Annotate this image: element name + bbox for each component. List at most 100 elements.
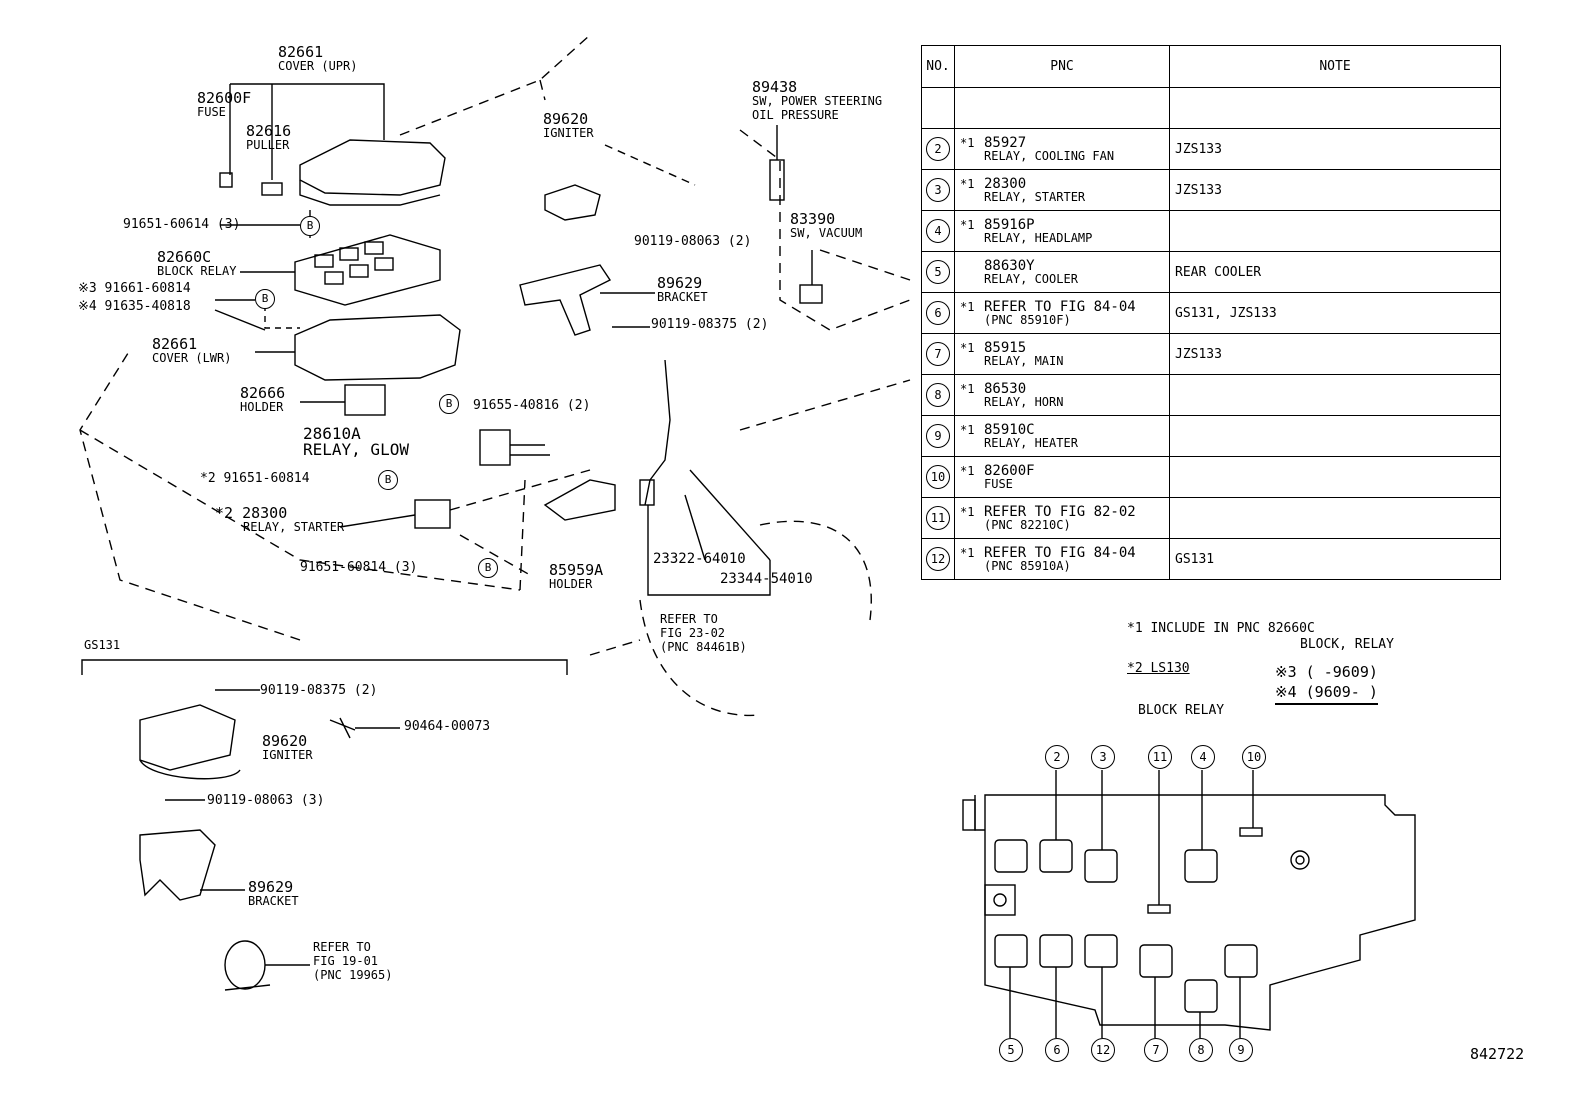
row-no: 8 <box>921 374 955 416</box>
row-number-circle: 10 <box>926 465 950 489</box>
row-number-circle: 9 <box>926 424 950 448</box>
row-prefix: *1 <box>960 545 975 560</box>
header-pnc: PNC <box>954 45 1170 88</box>
row-number-circle: 5 <box>926 260 950 284</box>
note-1: *1 INCLUDE IN PNC 82660C <box>1127 621 1315 636</box>
row-number-circle: 4 <box>926 219 950 243</box>
ref-mark-b: B <box>478 558 498 578</box>
row-note: GS131 <box>1169 538 1501 580</box>
row-pnc-line: *1 REFER TO FIG 84-04 <box>960 546 1164 560</box>
row-pnc-line: *1 85916P <box>960 218 1164 232</box>
row-no: 2 <box>921 128 955 170</box>
row-pnc-line: *1 REFER TO FIG 82-02 <box>960 505 1164 519</box>
row-pnc-value: REFER TO FIG 84-04 <box>984 298 1136 315</box>
row-pnc-value: 85916P <box>984 216 1035 233</box>
row-part-name: RELAY, STARTER <box>984 189 1086 204</box>
gs131-screw-90119-08375: 90119-08375 (2) <box>260 683 378 698</box>
block-pos-11: 11 <box>1148 745 1172 769</box>
row-part-name: FUSE <box>984 476 1013 491</box>
row-part-name: (PNC 85910F) <box>984 312 1071 327</box>
screw-90119-08375: 90119-08375 (2) <box>651 317 769 332</box>
row-prefix: *1 <box>960 217 975 232</box>
block-relay-title: BLOCK RELAY <box>1138 703 1225 718</box>
row-pnc-value: 88630Y <box>984 257 1035 274</box>
note-4: ※4 (9609- ) <box>1275 683 1378 705</box>
row-prefix: *1 <box>960 381 975 396</box>
row-no: 9 <box>921 415 955 457</box>
row-prefix: *1 <box>960 504 975 519</box>
row-no: 11 <box>921 497 955 539</box>
row-note <box>1169 87 1501 129</box>
header-note: NOTE <box>1169 45 1501 88</box>
row-pnc-value: REFER TO FIG 84-04 <box>984 544 1136 561</box>
block-pos-9: 9 <box>1229 1038 1253 1062</box>
note-2: *2 LS130 <box>1127 661 1190 676</box>
gs131-screw-90119-08063: 90119-08063 (3) <box>207 793 325 808</box>
block-pos-3: 3 <box>1091 745 1115 769</box>
row-pnc-value: 85927 <box>984 134 1027 151</box>
row-number-circle: 8 <box>926 383 950 407</box>
row-part-name: RELAY, HEATER <box>984 435 1078 450</box>
row-note: REAR COOLER <box>1169 251 1501 293</box>
note-1-cont: BLOCK, RELAY <box>1300 637 1394 652</box>
row-no: 6 <box>921 292 955 334</box>
row-part-name: RELAY, HEADLAMP <box>984 230 1093 245</box>
row-pnc-value: 85915 <box>984 339 1027 356</box>
row-note: JZS133 <box>1169 128 1501 170</box>
ref-mark-b: B <box>378 470 398 490</box>
ref-mark-b: B <box>439 394 459 414</box>
row-note <box>1169 415 1501 457</box>
bolt-91635-40818: ※4 91635-40818 <box>78 299 191 314</box>
row-part-name: RELAY, COOLING FAN <box>984 148 1115 163</box>
row-no: 3 <box>921 169 955 211</box>
row-note <box>1169 497 1501 539</box>
bolt-91651-60614: 91651-60614 (3) <box>123 217 241 232</box>
row-prefix: *1 <box>960 135 975 150</box>
row-pnc-value: 86530 <box>984 380 1027 397</box>
block-pos-7: 7 <box>1144 1038 1168 1062</box>
row-note <box>1169 456 1501 498</box>
block-pos-4: 4 <box>1191 745 1215 769</box>
block-pos-5: 5 <box>999 1038 1023 1062</box>
row-note <box>1169 210 1501 252</box>
row-pnc-value: 28300 <box>984 175 1027 192</box>
row-part-name: (PNC 82210C) <box>984 517 1071 532</box>
block-pos-2: 2 <box>1045 745 1069 769</box>
row-note <box>1169 374 1501 416</box>
row-pnc-value: REFER TO FIG 82-02 <box>984 503 1136 520</box>
row-number-circle: 11 <box>926 506 950 530</box>
row-note: JZS133 <box>1169 169 1501 211</box>
part-23322-64010: 23322-64010 <box>653 551 746 567</box>
row-number-circle: 3 <box>926 178 950 202</box>
table-header-row: NO. PNC NOTE <box>921 45 1501 88</box>
row-no: 12 <box>921 538 955 580</box>
